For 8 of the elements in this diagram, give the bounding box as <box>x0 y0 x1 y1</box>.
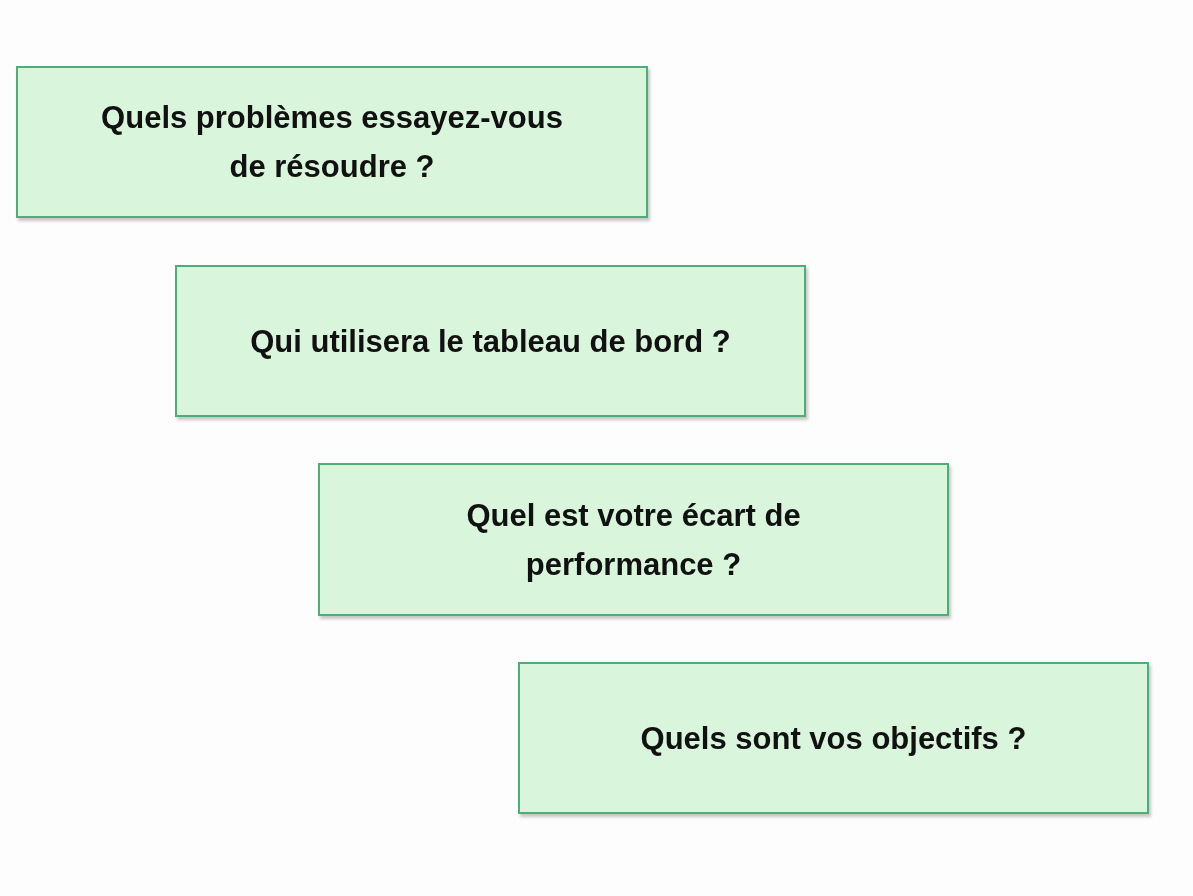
question-text: Quels problèmes essayez-vous de résoudre ? <box>100 99 564 186</box>
question-box <box>518 662 1149 814</box>
question-text: Quels sont vos objectifs ? <box>640 719 1027 758</box>
question-text: Quel est votre écart de performance ? <box>465 496 802 584</box>
question-box <box>16 66 648 218</box>
question-text: Qui utilisera le tableau de bord ? <box>250 322 731 361</box>
question-box <box>318 463 949 616</box>
question-box <box>175 265 806 417</box>
